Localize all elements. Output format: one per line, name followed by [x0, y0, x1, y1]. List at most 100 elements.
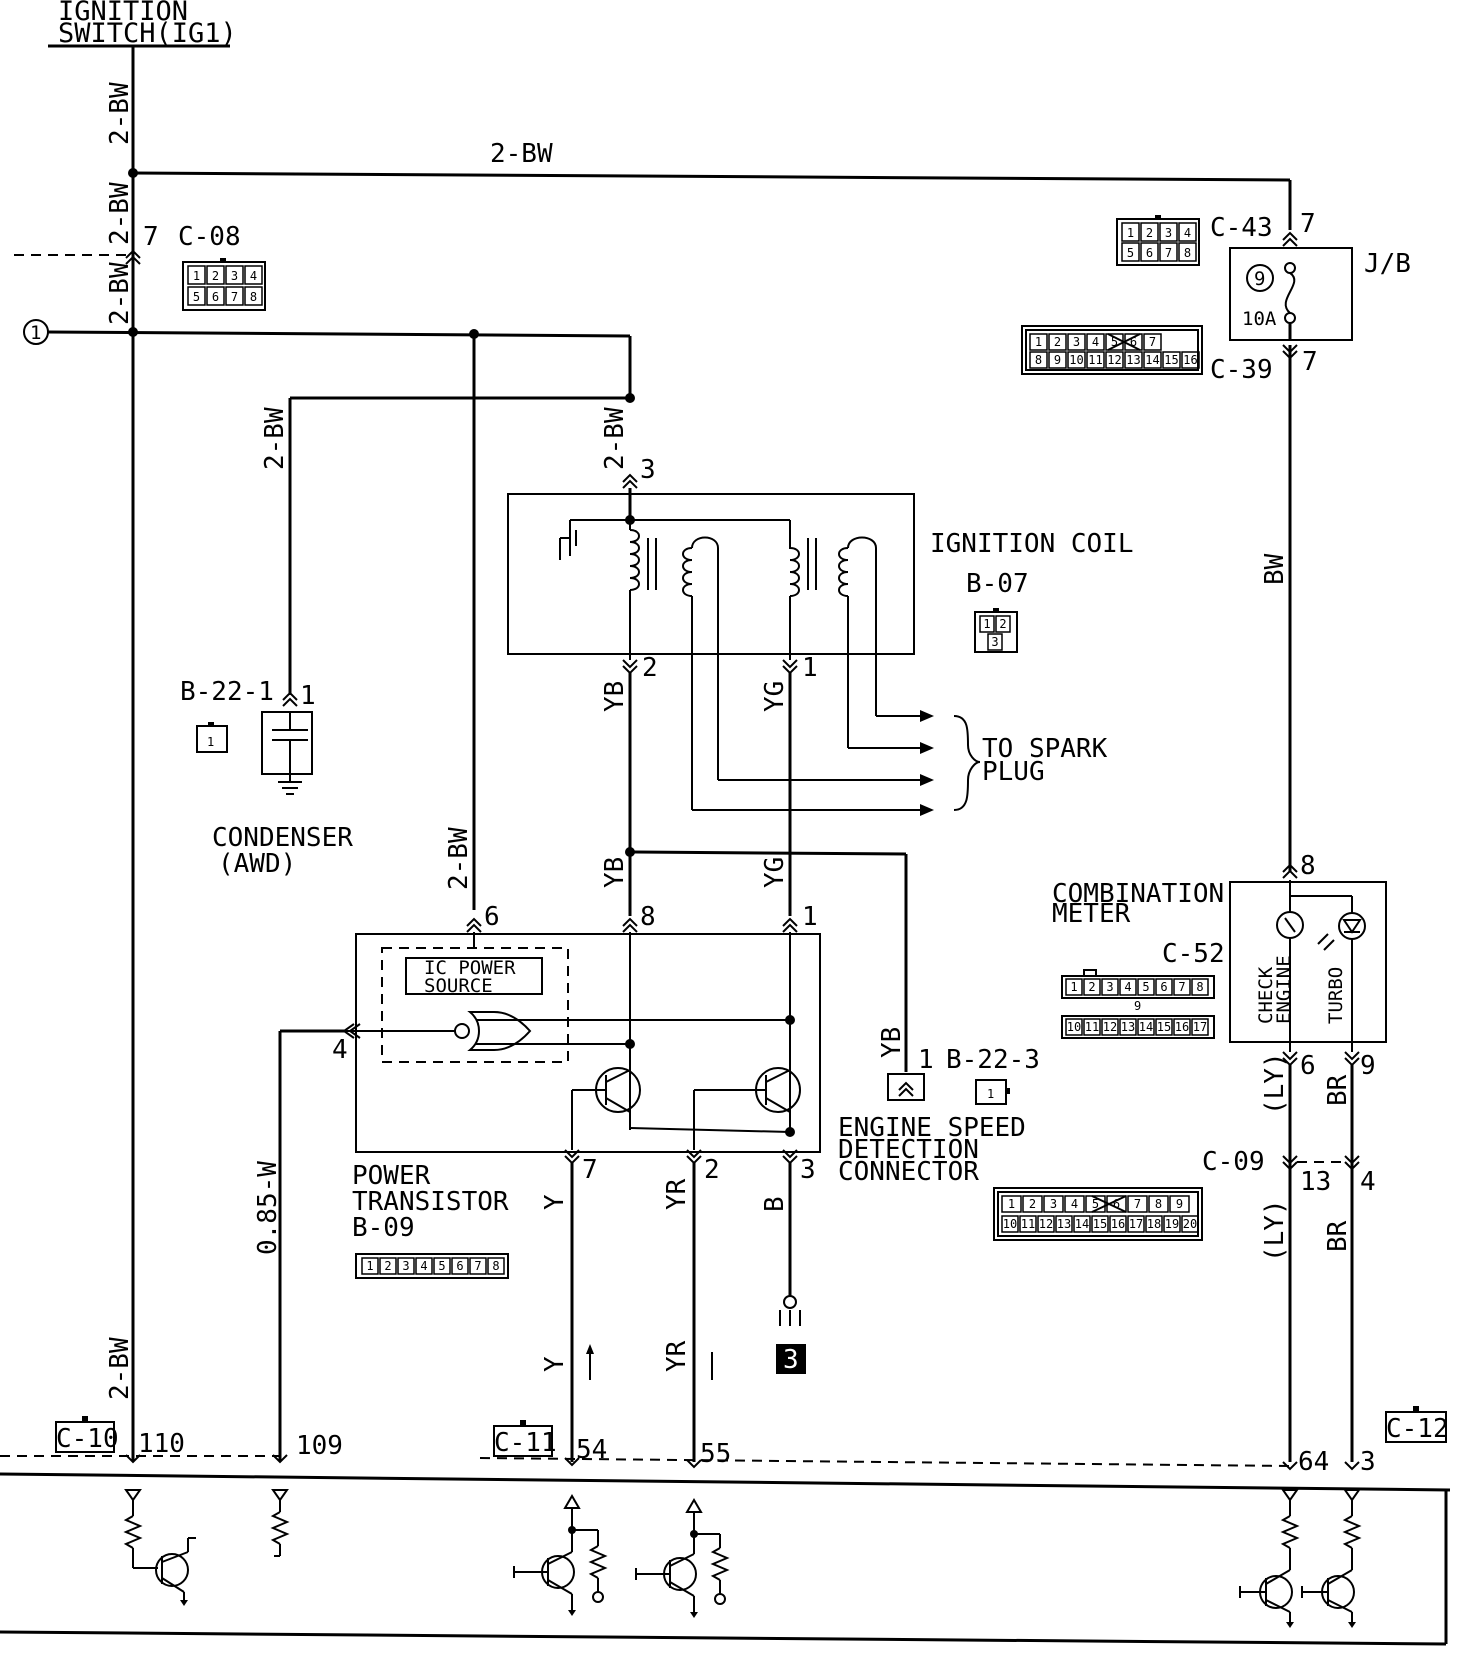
condenser-branch: 2-BW B-22-1 1 1 CONDENSER (AWD)	[180, 398, 353, 879]
c39-top-pin: 5	[1111, 335, 1118, 349]
wire-label-yb-b: YB	[600, 857, 630, 888]
c08-bot-pin: 5	[193, 290, 200, 304]
b09-pin: 6	[456, 1259, 463, 1273]
b09-pin: 2	[384, 1259, 391, 1273]
ecu-pin-109: 109	[296, 1431, 343, 1461]
engine-speed-label-1: ENGINE SPEED	[838, 1113, 1026, 1143]
pt-pin-4: 4	[332, 1035, 348, 1065]
wire-label-ly-a: (LY)	[1260, 1052, 1290, 1115]
c09-pin-13: 13	[1300, 1167, 1331, 1197]
wire-label-b: B	[760, 1196, 790, 1212]
c52-bot-pin: 15	[1157, 1020, 1171, 1034]
c39-bot-pin: 10	[1069, 353, 1083, 367]
b09-pin: 3	[402, 1259, 409, 1273]
meter-pin-8: 8	[1300, 851, 1316, 881]
ignition-switch-label-1: IGNITION	[58, 0, 188, 27]
c09-bot-cell	[1145, 1215, 1163, 1233]
c52-top-cell	[1101, 978, 1119, 996]
condenser-label-2: (AWD)	[218, 849, 296, 879]
c08-label: C-08	[178, 222, 241, 252]
c52-top-cell	[1119, 978, 1137, 996]
c09-top-cell	[1001, 1195, 1022, 1213]
coil-outputs: 2 1 YB YG YB YG YB	[600, 653, 908, 1072]
ecu-pin-3: 3	[1360, 1447, 1376, 1477]
wire-label-yr-a: YR	[662, 1178, 692, 1210]
ecu-pin-54: 54	[576, 1435, 607, 1465]
c09-bot-pin: 17	[1129, 1217, 1143, 1231]
pt-pin-1: 1	[802, 902, 818, 932]
b09-cell	[379, 1257, 397, 1275]
c39-bot-cell	[1105, 351, 1124, 369]
fuse-rating: 10A	[1242, 308, 1277, 330]
engine-speed-label-2: DETECTION	[838, 1135, 979, 1165]
pt-pin-3: 3	[800, 1155, 816, 1185]
wire-label-yr-b: YR	[662, 1340, 692, 1372]
c52-bot-cell	[1173, 1018, 1191, 1036]
c39-bot-cell	[1067, 351, 1086, 369]
c39-bot-cell	[1048, 351, 1067, 369]
bw-wire-to-meter: BW	[1260, 345, 1292, 872]
wire-label-br-b: BR	[1323, 1220, 1353, 1252]
b09-cell	[469, 1257, 487, 1275]
c09-top-pin: 8	[1155, 1197, 1162, 1211]
c52-bot-cell	[1155, 1018, 1173, 1036]
wire-label-2bw-cond: 2-BW	[260, 407, 290, 470]
c09-top-cell	[1022, 1195, 1043, 1213]
c52-top-cell	[1065, 978, 1083, 996]
wire-label-ly-b: (LY)	[1260, 1199, 1290, 1262]
c39-top-pin: 6	[1130, 335, 1137, 349]
c43-top-pin: 2	[1146, 226, 1153, 240]
c39-top-cell	[1048, 333, 1067, 351]
wire-label-2bw-b: 2-BW	[105, 182, 135, 245]
c52-top-pin: 6	[1160, 980, 1167, 994]
c43-top-cell	[1121, 222, 1140, 242]
c39-top-cell	[1029, 333, 1048, 351]
c52-bot-pin: 12	[1103, 1020, 1117, 1034]
c52-bot-pin: 11	[1085, 1020, 1099, 1034]
meter-pin-6: 6	[1300, 1051, 1316, 1081]
c52-top-pin: 8	[1196, 980, 1203, 994]
c09-bot-pin: 12	[1039, 1217, 1053, 1231]
c52-bot-cell	[1191, 1018, 1209, 1036]
c08-bot-pin: 6	[212, 290, 219, 304]
b09-pin: 1	[366, 1259, 373, 1273]
wire-label-bw: BW	[1260, 553, 1290, 585]
wire-label-2bw-top: 2-BW	[490, 139, 553, 169]
c08-top-pin: 3	[231, 269, 238, 283]
c09-label: C-09	[1202, 1147, 1265, 1177]
ecu-pin-55: 55	[700, 1439, 731, 1469]
c52-bot-pin: 16	[1175, 1020, 1189, 1034]
c39-bot-cell	[1029, 351, 1048, 369]
wire-label-yb-c: YB	[877, 1027, 907, 1058]
wire-label-y-b: Y	[540, 1356, 570, 1372]
wire-label-085w: 0.85-W	[253, 1161, 283, 1255]
c52-top-pin: 7	[1178, 980, 1185, 994]
b22-1-pin-1: 1	[300, 681, 316, 711]
fuse-number: 9	[1254, 268, 1265, 290]
c52-bot-pin: 17	[1193, 1020, 1207, 1034]
wire-label-2bw-pt: 2-BW	[444, 827, 474, 890]
c43-bot-cell	[1178, 242, 1197, 262]
ecu-connectors: C-10 C-11 C-12 110 109 54 55 64 3	[0, 1406, 1451, 1646]
c43-top-pin: 3	[1165, 226, 1172, 240]
c43-top-pin: 4	[1184, 226, 1191, 240]
b22-3-face: 1	[987, 1087, 994, 1101]
wire-label-2bw-coil: 2-BW	[600, 407, 630, 470]
c39-top-cell	[1143, 333, 1162, 351]
b09-pin: 8	[492, 1259, 499, 1273]
wire-label-y-a: Y	[540, 1194, 570, 1210]
c10-label: C-10	[56, 1424, 119, 1454]
c52-bot-cell	[1065, 1018, 1083, 1036]
c09-top-pin: 7	[1134, 1197, 1141, 1211]
c09-top-cell	[1127, 1195, 1148, 1213]
c43-bot-pin: 8	[1184, 246, 1191, 260]
c52-bot-cell	[1083, 1018, 1101, 1036]
b09-pin: 7	[474, 1259, 481, 1273]
c08-pin-7: 7	[143, 222, 159, 252]
ic-power-source-label-1: IC POWER	[424, 957, 516, 979]
c39-label: C-39	[1210, 355, 1273, 385]
wire-label-yb-a: YB	[600, 681, 630, 712]
jb-label: J/B	[1364, 249, 1411, 279]
